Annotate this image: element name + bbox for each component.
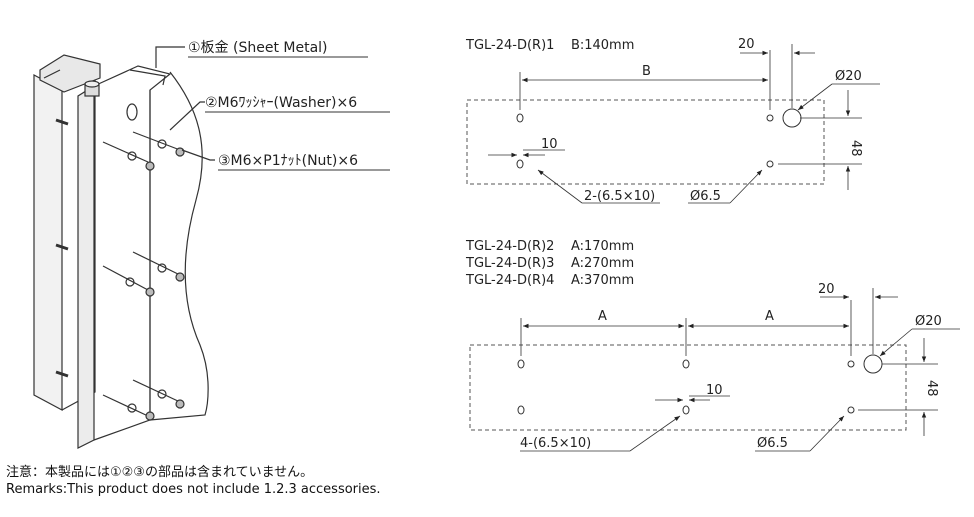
dim-10: 10 (541, 137, 558, 152)
slot-label-1: 2-(6.5×10) (584, 189, 655, 204)
drawing2-title-line-2: TGL-24-D(R)3 A:270mm (465, 256, 634, 271)
bracket-illustration (33, 46, 215, 449)
dim-20-b: 20 (818, 282, 835, 297)
plate-drawing-1: TGL-24-D(R)1 B:140mm B 20 Ø20 48 (465, 37, 880, 204)
drawing2-title-line-3: TGL-24-D(R)4 A:370mm (465, 273, 634, 288)
bolt-group-bottom (102, 379, 185, 421)
dim-48-b: 48 (924, 380, 939, 397)
dim-a-1: A (598, 309, 607, 324)
dim-phi20-b: Ø20 (915, 314, 942, 329)
accessory-labels: ①板金 (Sheet Metal) ②M6ﾜｯｼｬｰ(Washer)×6 ③M6… (188, 40, 390, 171)
dim-phi20: Ø20 (835, 69, 862, 84)
dim-10-b: 10 (706, 383, 723, 398)
drawing2-title-line-1: TGL-24-D(R)2 A:170mm (465, 239, 634, 254)
dim-20: 20 (738, 37, 755, 52)
nut-label: ③M6×P1ﾅｯﾄ(Nut)×6 (218, 153, 358, 169)
drawing1-title: TGL-24-D(R)1 B:140mm (465, 38, 634, 53)
hole-label-2: Ø6.5 (757, 436, 788, 451)
bolt-group-top (102, 131, 185, 171)
note-japanese: 注意：本製品には①②③の部品は含まれていません。 (6, 465, 314, 480)
washer-label: ②M6ﾜｯｼｬｰ(Washer)×6 (205, 95, 357, 111)
dim-a-2: A (765, 309, 774, 324)
dim-48: 48 (848, 140, 863, 157)
sheet-metal-label: ①板金 (Sheet Metal) (188, 40, 328, 56)
bolt-group-middle (102, 251, 185, 297)
hole-label-1: Ø6.5 (690, 189, 721, 204)
slot-label-2: 4-(6.5×10) (520, 436, 591, 451)
note-english: Remarks:This product does not include 1.… (6, 482, 381, 497)
dim-b: B (642, 64, 651, 79)
plate-drawing-2: TGL-24-D(R)2 A:170mm TGL-24-D(R)3 A:270m… (465, 239, 960, 452)
